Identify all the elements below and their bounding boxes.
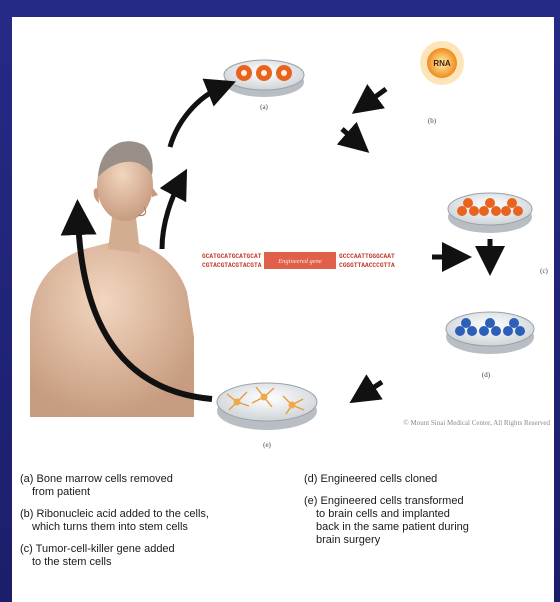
- arrow-to-head: [162, 182, 180, 249]
- label-c: (c): [540, 267, 548, 275]
- label-d: (d): [482, 371, 491, 379]
- caption-a: (a) Bone marrow cells removed from patie…: [20, 473, 280, 499]
- dna-bottom-right: CGGGTTAACCCGTTA: [339, 262, 395, 269]
- gene-label: Engineered gene: [277, 258, 322, 265]
- caption-e-text: (e) Engineered cells transformed to brai…: [304, 495, 544, 547]
- caption-list: (a) Bone marrow cells removed from patie…: [12, 469, 554, 602]
- label-b: (b): [428, 117, 437, 125]
- caption-d-text: (d) Engineered cells cloned: [304, 473, 544, 486]
- caption-c-text: (c) Tumor-cell-killer gene added to the …: [20, 543, 280, 569]
- dish-c: (c): [448, 193, 549, 275]
- dish-d: (d): [446, 312, 534, 379]
- rna-particle: RNA (b): [420, 41, 464, 125]
- arrow-to-dish-a: [170, 87, 222, 147]
- stem-cell-diagram: (a) RNA (b) (c): [12, 17, 554, 467]
- caption-e: (e) Engineered cells transformed to brai…: [304, 495, 544, 547]
- dish-e: (e): [217, 383, 317, 449]
- figure-panel: (a) RNA (b) (c): [12, 17, 554, 602]
- arrow-to-dish-e: [362, 382, 382, 395]
- dna-bottom-left: CGTACGTACGTACGTA: [202, 262, 262, 269]
- caption-b: (b) Ribonucleic acid added to the cells,…: [20, 508, 290, 534]
- dna-top-right: GCCCAATTGGGCAAT: [339, 253, 395, 260]
- arrow-to-dish-c: [342, 129, 358, 143]
- dna-top-left: GCATGCATGCATGCAT: [202, 253, 262, 260]
- dish-a: (a): [224, 60, 304, 111]
- label-a: (a): [260, 103, 268, 111]
- label-e: (e): [263, 441, 271, 449]
- caption-d: (d) Engineered cells cloned: [304, 473, 544, 486]
- caption-b-text: (b) Ribonucleic acid added to the cells,…: [20, 508, 290, 534]
- patient-figure: [30, 141, 194, 417]
- copyright-credit: © Mount Sinai Medical Center, All Rights…: [403, 419, 550, 427]
- caption-c: (c) Tumor-cell-killer gene added to the …: [20, 543, 280, 569]
- caption-a-text: (a) Bone marrow cells removed from patie…: [20, 473, 280, 499]
- dna-sequence: GCATGCATGCATGCAT CGTACGTACGTACGTA Engine…: [202, 252, 395, 269]
- rna-label: RNA: [433, 59, 451, 68]
- arrow-rna-in: [364, 89, 386, 105]
